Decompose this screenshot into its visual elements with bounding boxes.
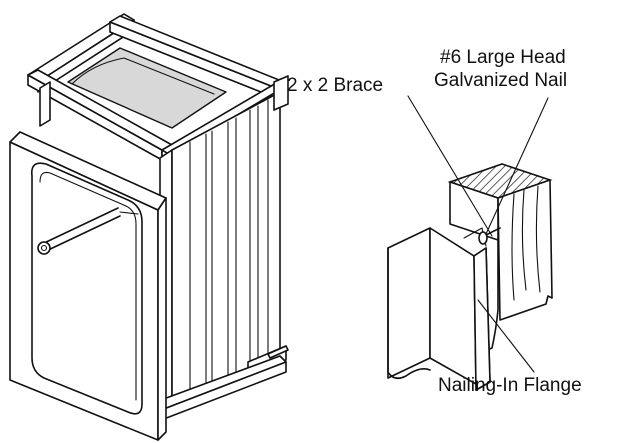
- bottom-frame: [150, 356, 286, 422]
- nailing-detail: [388, 96, 552, 390]
- enclosure-assembly: [10, 14, 288, 440]
- handle-rod: [38, 208, 138, 254]
- door-panel: [10, 132, 166, 440]
- label-brace: 2 x 2 Brace: [287, 75, 384, 96]
- nailing-in-flange: [388, 228, 490, 390]
- top-frame: [28, 14, 286, 165]
- leader-lines: [408, 96, 548, 372]
- label-nail-line2: Galvanized Nail: [434, 70, 568, 91]
- label-nail-line1: #6 Large Head: [440, 47, 566, 68]
- wood-brace: [450, 164, 552, 352]
- label-flange: Nailing-In Flange: [438, 375, 582, 396]
